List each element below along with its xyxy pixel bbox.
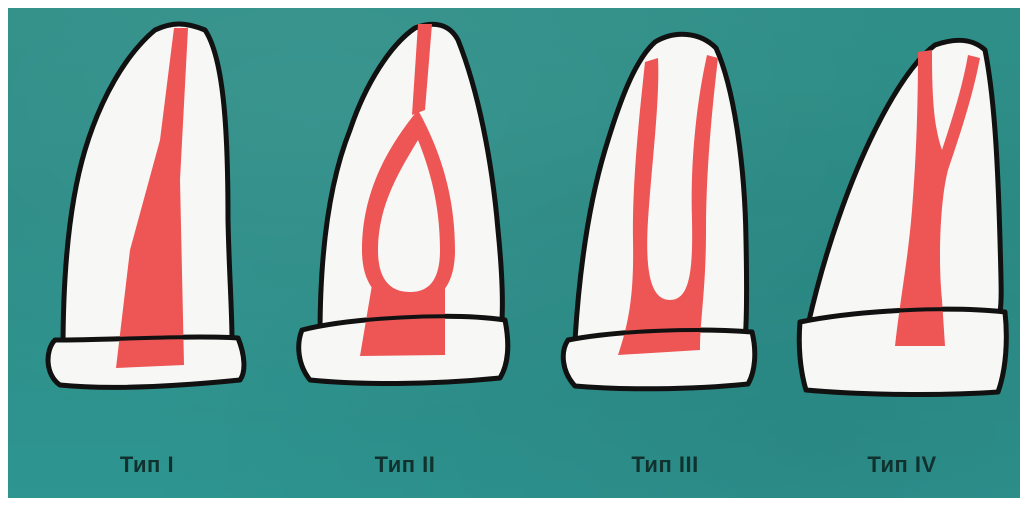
label-type-2: Тип II	[375, 452, 436, 478]
label-type-1: Тип I	[120, 452, 174, 478]
tooth-root-2	[320, 24, 502, 335]
tooth-root-3	[575, 34, 747, 340]
tooth-type-2	[299, 24, 508, 384]
label-type-4: Тип IV	[867, 452, 936, 478]
tooth-type-3	[563, 34, 755, 389]
tooth-type-1	[48, 24, 244, 387]
tooth-type-4	[799, 40, 1006, 394]
label-type-3: Тип III	[631, 452, 698, 478]
